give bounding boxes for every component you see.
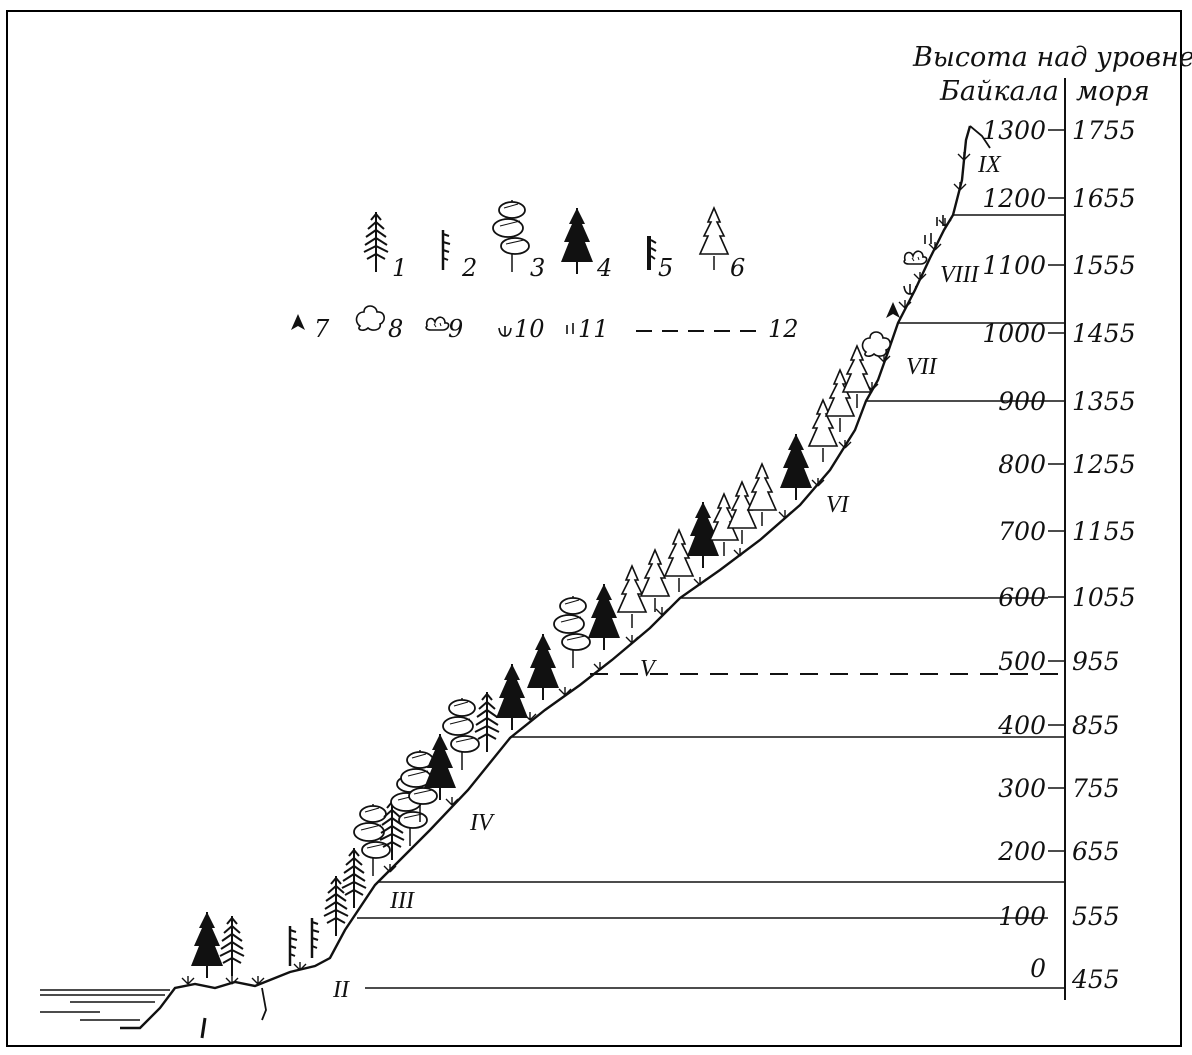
scale-right-1155: 1155 xyxy=(1072,517,1136,546)
header-sea: моря xyxy=(1076,76,1150,107)
header-title: Высота над уровнем xyxy=(912,42,1192,73)
scale-left-1200: 1200 xyxy=(982,184,1046,213)
scale-ticks xyxy=(1048,129,1065,852)
zone-ii-label: II xyxy=(332,977,350,1003)
legend-10-num: 10 xyxy=(514,315,545,343)
zone-iv-label: IV xyxy=(469,810,495,836)
scale-right-955: 955 xyxy=(1072,647,1120,676)
zone-vi-label: VI xyxy=(826,492,850,518)
scale-left-1100: 1100 xyxy=(982,251,1046,280)
legend-2-num: 2 xyxy=(461,254,477,282)
legend-11-num: 11 xyxy=(578,315,609,343)
scale-left-100: 100 xyxy=(998,902,1046,931)
slope-profile xyxy=(120,125,972,1030)
scale-right-1355: 1355 xyxy=(1072,387,1136,416)
zone-boundaries xyxy=(357,214,1065,989)
zone-viii-label: VIII xyxy=(940,262,980,288)
scale-right-1455: 1455 xyxy=(1072,319,1136,348)
legend: 1 2 3 4 5 6 7 8 9 10 11 12 xyxy=(291,199,799,343)
scale-left-300: 300 xyxy=(998,774,1046,803)
header-baikal: Байкала xyxy=(939,76,1059,107)
legend-9-num: 9 xyxy=(448,315,463,343)
zone-vii-label: VII xyxy=(906,354,938,380)
legend-4-num: 4 xyxy=(596,254,612,282)
scale-right-1755: 1755 xyxy=(1072,116,1136,145)
zone-v-label: V xyxy=(640,656,657,682)
scale-right-1655: 1655 xyxy=(1072,184,1136,213)
zone-iii-label: III xyxy=(389,888,415,914)
scale-right-1255: 1255 xyxy=(1072,450,1136,479)
scale-right-1555: 1555 xyxy=(1072,251,1136,280)
summit-ridge xyxy=(969,125,991,149)
figure-frame xyxy=(6,10,1182,1047)
scale-right-655: 655 xyxy=(1072,837,1120,866)
legend-1-num: 1 xyxy=(392,254,407,282)
scale-right-755: 755 xyxy=(1072,774,1120,803)
legend-8-num: 8 xyxy=(388,315,403,343)
slope-grass xyxy=(181,151,971,985)
scale-right-855: 855 xyxy=(1072,711,1120,740)
scale-left-800: 800 xyxy=(998,450,1046,479)
legend-5-num: 5 xyxy=(658,254,673,282)
scale-right-555: 555 xyxy=(1072,902,1120,931)
zone-ix-label: IX xyxy=(977,152,1002,178)
scale-right-455: 455 xyxy=(1071,965,1120,994)
scale-left-1000: 1000 xyxy=(982,319,1046,348)
legend-12-num: 12 xyxy=(768,315,799,343)
scale-left-400: 400 xyxy=(997,711,1046,740)
zone-i-marker xyxy=(200,1017,207,1039)
scale-right-1055: 1055 xyxy=(1072,583,1136,612)
scale-left-0: 0 xyxy=(1030,954,1046,983)
scale-left-200: 200 xyxy=(997,837,1046,866)
lake-water xyxy=(40,989,170,1021)
scale-left-700: 700 xyxy=(998,517,1046,546)
legend-3-num: 3 xyxy=(530,254,545,282)
legend-7-num: 7 xyxy=(314,315,330,343)
legend-6-num: 6 xyxy=(730,254,745,282)
scale-left-1300: 1300 xyxy=(982,116,1046,145)
scale-left-500: 500 xyxy=(998,647,1046,676)
stream-cut xyxy=(261,987,267,1021)
